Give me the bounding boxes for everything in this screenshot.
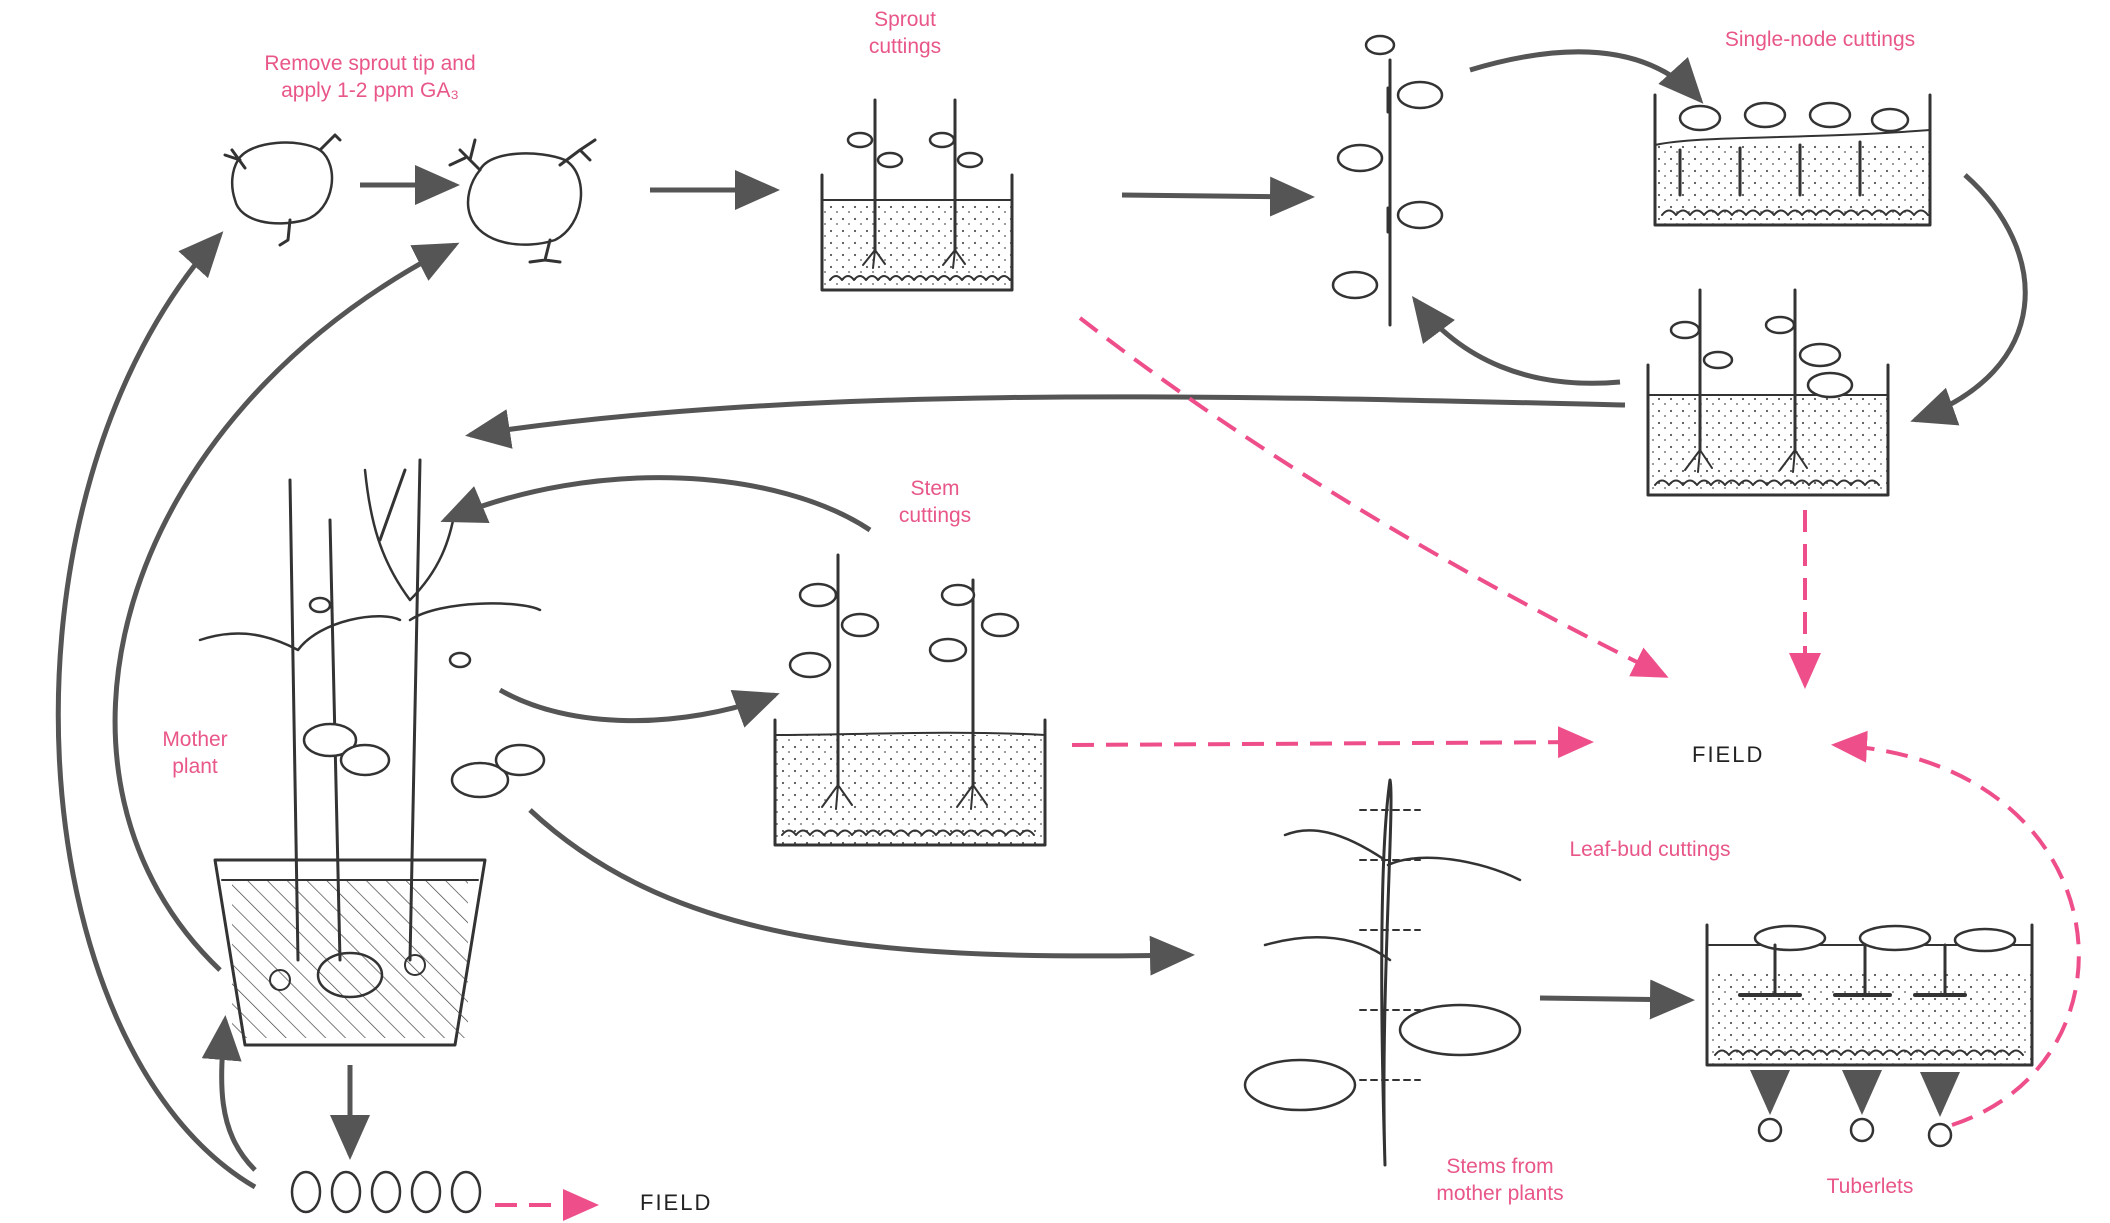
tuber-with-sprouts <box>225 135 340 245</box>
mother-plant <box>200 460 544 1045</box>
stem-with-leaves <box>1333 36 1442 325</box>
label-remove-sprout-line1: Remove sprout tip and <box>240 50 500 77</box>
label-remove-sprout-tip: Remove sprout tip and apply 1-2 ppm GA₃ <box>240 50 500 104</box>
label-mother-plant: Mother plant <box>140 726 250 780</box>
label-stems-from-mother-line2: mother plants <box>1410 1180 1590 1207</box>
label-stems-from-mother-plants: Stems from mother plants <box>1410 1153 1590 1207</box>
label-field-right: FIELD <box>1692 742 1764 768</box>
label-stem-cuttings-line1: Stem <box>880 475 990 502</box>
label-mother-plant-line2: plant <box>140 753 250 780</box>
label-sprout-cuttings: Sprout cuttings <box>850 6 960 60</box>
label-stem-cuttings-line2: cuttings <box>880 502 990 529</box>
tuber-branched-sprouts <box>450 140 595 262</box>
label-tuberlets: Tuberlets <box>1800 1173 1940 1200</box>
stem-cuttings-tray <box>775 555 1045 845</box>
single-node-cuttings-tray <box>1655 95 1930 225</box>
label-mother-plant-line1: Mother <box>140 726 250 753</box>
label-leaf-bud-cuttings: Leaf-bud cuttings <box>1545 836 1755 863</box>
label-remove-sprout-line2: apply 1-2 ppm GA₃ <box>240 77 500 104</box>
label-sprout-cuttings-line1: Sprout <box>850 6 960 33</box>
sprout-cuttings-tray <box>822 100 1012 290</box>
stems-from-mother-plants <box>1245 780 1520 1165</box>
label-single-node-cuttings: Single-node cuttings <box>1700 26 1940 53</box>
harvested-tubers <box>292 1172 480 1212</box>
label-stems-from-mother-line1: Stems from <box>1410 1153 1590 1180</box>
label-stem-cuttings: Stem cuttings <box>880 475 990 529</box>
tuberlets-group <box>1759 1075 1951 1146</box>
label-sprout-cuttings-line2: cuttings <box>850 33 960 60</box>
rooted-cuttings-tray <box>1648 290 1888 495</box>
label-field-bottom: FIELD <box>640 1190 712 1216</box>
leaf-bud-cuttings-tray <box>1707 925 2032 1065</box>
